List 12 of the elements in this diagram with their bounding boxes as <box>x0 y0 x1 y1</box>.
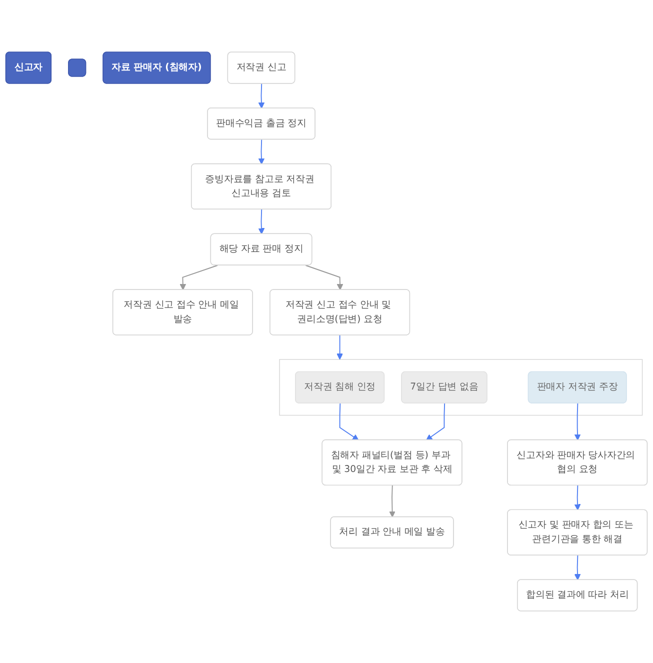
arrow <box>389 485 396 518</box>
arrow <box>258 83 265 109</box>
arrow <box>339 402 359 440</box>
arrow <box>426 402 446 440</box>
arrow <box>180 264 218 290</box>
arrow <box>305 264 344 290</box>
arrow <box>258 209 265 234</box>
arrow <box>574 485 581 510</box>
arrow <box>574 402 581 440</box>
arrow <box>258 139 265 164</box>
arrow <box>574 554 581 580</box>
arrow <box>336 334 343 360</box>
